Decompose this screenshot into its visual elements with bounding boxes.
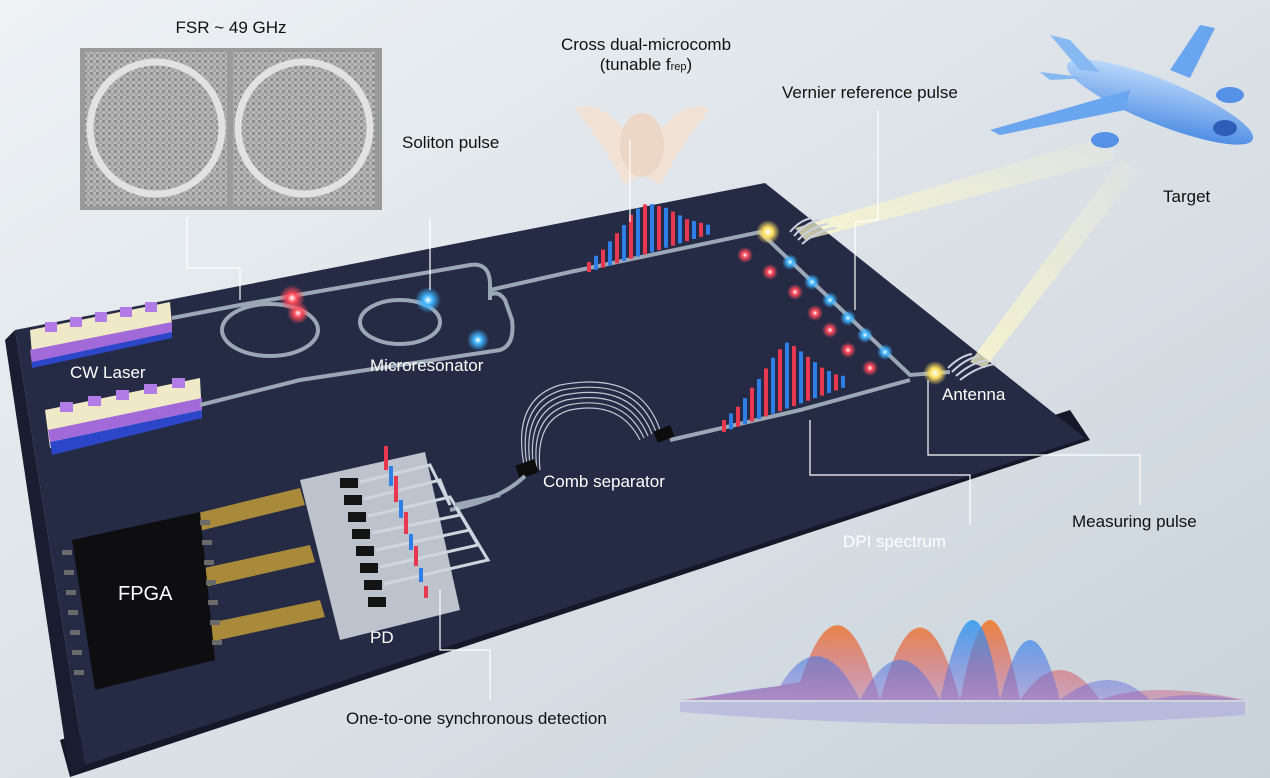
cross-dual-microcomb-line1: Cross dual-microcomb <box>560 35 732 54</box>
comb-line <box>771 357 775 414</box>
leader-lines <box>186 110 1141 700</box>
pd-detection-bars <box>384 446 428 598</box>
comb-line <box>636 208 640 257</box>
comb-line <box>699 222 703 237</box>
fpga-chip <box>62 512 222 690</box>
cross-dual-microcomb-line2: (tunable frep) <box>599 55 693 74</box>
comb-line <box>764 368 768 417</box>
antenna-bottom <box>947 353 997 381</box>
cw-laser-2 <box>45 378 202 455</box>
pd-array <box>300 452 501 640</box>
comb-line <box>594 255 598 270</box>
fsr-label: FSR ~ 49 GHz <box>175 18 287 37</box>
airplane-icon <box>990 25 1254 148</box>
dpi-spectrum-graphic <box>680 620 1245 725</box>
comb-line <box>722 420 726 432</box>
comb-line <box>806 356 810 401</box>
comb-line <box>757 379 761 419</box>
comb-line <box>785 342 789 409</box>
detection-bar <box>409 534 413 550</box>
comb-separator-fan <box>521 381 661 471</box>
detection-bar <box>399 500 403 518</box>
comb-line <box>799 351 803 404</box>
separator-coupler-right <box>653 425 675 443</box>
detection-bar <box>404 512 408 534</box>
measuring-pulse-label: Measuring pulse <box>1072 512 1197 531</box>
comb-line <box>650 204 654 253</box>
vernier-reference-pulse-label: Vernier reference pulse <box>782 83 958 102</box>
comb-line <box>664 207 668 248</box>
cross-dual-microcomb-label: Cross dual-microcomb (tunable frep) <box>561 35 731 75</box>
cw-laser-label: CW Laser <box>70 363 146 382</box>
pulse-glows <box>279 220 947 385</box>
comb-lines-cross-dual-microcomb <box>587 204 710 272</box>
comb-line <box>827 371 831 393</box>
comb-line <box>750 387 754 422</box>
antenna-top <box>789 217 837 245</box>
antenna-label: Antenna <box>942 385 1006 404</box>
comb-line <box>736 406 740 427</box>
comb-line <box>692 221 696 239</box>
comb-line <box>615 233 619 264</box>
comb-line <box>706 224 710 235</box>
comb-line <box>743 398 747 425</box>
comb-line <box>671 211 675 246</box>
comb-line <box>820 367 824 396</box>
dpi-spectrum-label: DPI spectrum <box>843 532 946 551</box>
gold-traces <box>190 488 325 643</box>
one-to-one-detection-label: One-to-one synchronous detection <box>346 709 607 728</box>
comb-line <box>629 214 633 259</box>
microresonator-label: Microresonator <box>370 356 484 375</box>
soliton-pulse-label: Soliton pulse <box>402 133 500 152</box>
comb-line <box>841 375 845 388</box>
comb-line <box>622 225 626 261</box>
detection-bar <box>389 466 393 486</box>
detection-bar <box>394 476 398 502</box>
clasped-hands-icon <box>575 106 710 185</box>
comb-line <box>643 204 647 255</box>
comb-line <box>678 215 682 244</box>
detection-bar <box>424 586 428 598</box>
comb-line <box>601 249 605 268</box>
target-label: Target <box>1163 187 1211 206</box>
laser-beams <box>795 135 1140 368</box>
comb-line <box>587 262 591 272</box>
comb-line <box>813 362 817 399</box>
separator-coupler-left <box>515 459 539 479</box>
pd-label: PD <box>370 628 394 647</box>
comb-line <box>792 346 796 406</box>
comb-line <box>729 413 733 430</box>
cw-laser-1 <box>30 302 172 368</box>
comb-lines-dpi <box>722 342 845 432</box>
detection-bar <box>414 546 418 566</box>
comb-line <box>657 206 661 250</box>
detection-bar <box>384 446 388 470</box>
comb-line <box>608 241 612 266</box>
detection-bar <box>419 568 423 582</box>
comb-line <box>778 349 782 412</box>
comb-line <box>834 374 838 391</box>
sem-inset <box>80 48 382 210</box>
comb-line <box>685 219 689 242</box>
comb-separator-label: Comb separator <box>543 472 665 491</box>
fpga-label: FPGA <box>118 583 173 605</box>
